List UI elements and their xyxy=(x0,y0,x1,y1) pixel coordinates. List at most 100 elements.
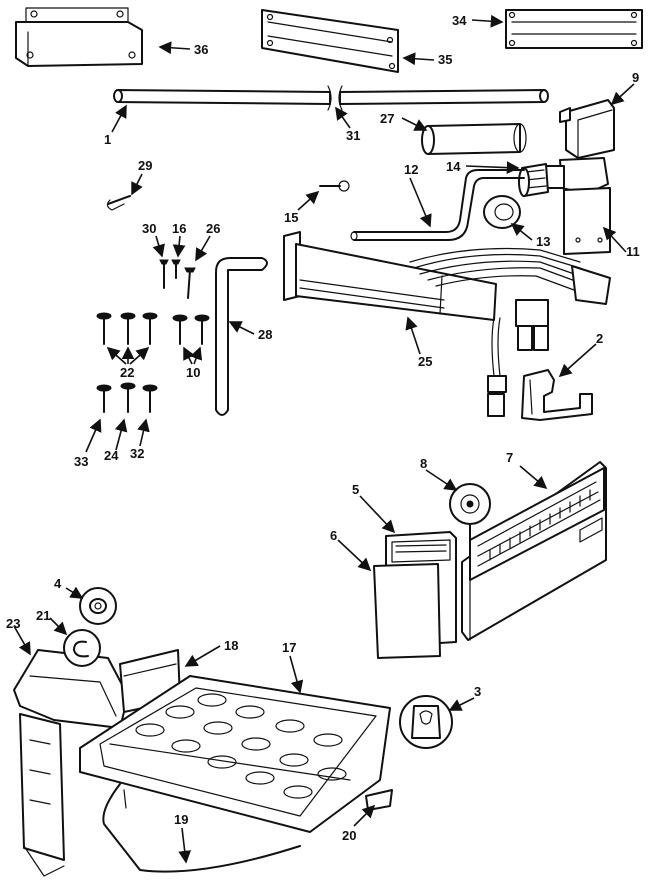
label-1: 1 xyxy=(104,132,111,147)
arrow-20 xyxy=(353,804,376,827)
grommet-13 xyxy=(483,195,521,229)
arrow-22a xyxy=(106,346,127,365)
arrow-1 xyxy=(111,104,127,133)
bracket-2 xyxy=(521,369,593,421)
arrow-33 xyxy=(85,418,102,453)
arrow-28 xyxy=(228,321,255,335)
arrow-14 xyxy=(465,161,520,174)
label-24: 24 xyxy=(104,448,119,463)
label-16: 16 xyxy=(172,221,186,236)
label-11: 11 xyxy=(626,244,640,259)
arrow-29 xyxy=(131,173,143,196)
label-20: 20 xyxy=(342,828,356,843)
arrow-25 xyxy=(405,316,421,355)
screws-33-24-32 xyxy=(96,382,158,413)
arrow-24 xyxy=(114,418,128,451)
arrow-5 xyxy=(359,495,396,534)
label-15: 15 xyxy=(284,210,298,225)
label-35: 35 xyxy=(438,52,452,67)
arrow-3 xyxy=(448,697,475,711)
label-6: 6 xyxy=(330,528,337,543)
label-5: 5 xyxy=(352,482,359,497)
label-23: 23 xyxy=(6,616,20,631)
label-22: 22 xyxy=(120,365,134,380)
arrow-4 xyxy=(65,586,84,599)
arrow-31 xyxy=(335,106,351,129)
label-21: 21 xyxy=(36,608,50,623)
label-12: 12 xyxy=(404,162,418,177)
screws-22 xyxy=(96,312,158,345)
label-32: 32 xyxy=(130,446,144,461)
label-19: 19 xyxy=(174,812,188,827)
arrow-17 xyxy=(289,655,304,694)
label-18: 18 xyxy=(224,638,238,653)
cam-3 xyxy=(399,695,453,749)
label-8: 8 xyxy=(420,456,427,471)
label-17: 17 xyxy=(282,640,296,655)
front-cover-7 xyxy=(461,461,607,641)
shutoff-arm-19 xyxy=(102,783,301,873)
label-25: 25 xyxy=(418,354,432,369)
screw-16 xyxy=(171,259,181,279)
arrow-36 xyxy=(158,41,191,55)
bracket-36 xyxy=(15,7,143,67)
arrow-2 xyxy=(558,343,597,378)
arrow-22c xyxy=(129,346,150,365)
bracket-34 xyxy=(505,9,643,49)
label-2: 2 xyxy=(596,331,603,346)
arrow-16 xyxy=(172,235,186,258)
arrow-21 xyxy=(49,617,68,636)
label-10: 10 xyxy=(186,365,200,380)
screw-26 xyxy=(184,267,196,299)
ice-mold-17 xyxy=(79,675,391,833)
label-29: 29 xyxy=(138,158,152,173)
arrow-6 xyxy=(337,539,372,572)
label-28: 28 xyxy=(258,327,272,342)
clip-20 xyxy=(365,789,393,811)
water-valve xyxy=(518,99,615,255)
arrow-15 xyxy=(297,190,320,211)
screws-10 xyxy=(172,314,210,345)
arrow-30 xyxy=(152,235,165,258)
arrow-13 xyxy=(510,223,533,241)
label-7: 7 xyxy=(506,450,513,465)
gear-8 xyxy=(449,483,491,553)
bracket-35 xyxy=(261,9,399,73)
arrow-18 xyxy=(184,645,221,667)
arrow-9 xyxy=(610,83,635,106)
label-27: 27 xyxy=(380,111,394,126)
label-3: 3 xyxy=(474,684,481,699)
label-14: 14 xyxy=(446,159,461,174)
label-9: 9 xyxy=(632,70,639,85)
rod-28 xyxy=(215,257,268,416)
sleeve-27 xyxy=(421,123,527,155)
arrow-7 xyxy=(519,465,548,490)
ring-21 xyxy=(63,629,101,667)
clip-15 xyxy=(319,180,350,192)
arrow-26 xyxy=(195,235,211,262)
label-33: 33 xyxy=(74,454,88,469)
heater-harness-25 xyxy=(283,231,611,417)
label-26: 26 xyxy=(206,221,220,236)
pin-29 xyxy=(106,195,131,211)
label-4: 4 xyxy=(54,576,62,591)
label-36: 36 xyxy=(194,42,208,57)
plate-6 xyxy=(373,563,441,659)
arrow-34 xyxy=(471,14,504,28)
tube-1-31 xyxy=(113,85,549,111)
label-30: 30 xyxy=(142,221,156,236)
bushing-4 xyxy=(79,587,117,625)
arrow-8 xyxy=(425,469,458,491)
screw-30 xyxy=(159,259,169,289)
arrow-32 xyxy=(137,418,150,447)
fill-tube-12 xyxy=(350,169,525,241)
arrow-23 xyxy=(13,625,31,656)
arrow-27 xyxy=(401,117,428,131)
label-13: 13 xyxy=(536,234,550,249)
arrow-35 xyxy=(402,52,435,66)
arrow-11 xyxy=(602,226,627,253)
arrow-19 xyxy=(178,827,192,864)
label-34: 34 xyxy=(452,13,467,28)
arrow-10a xyxy=(183,346,195,365)
